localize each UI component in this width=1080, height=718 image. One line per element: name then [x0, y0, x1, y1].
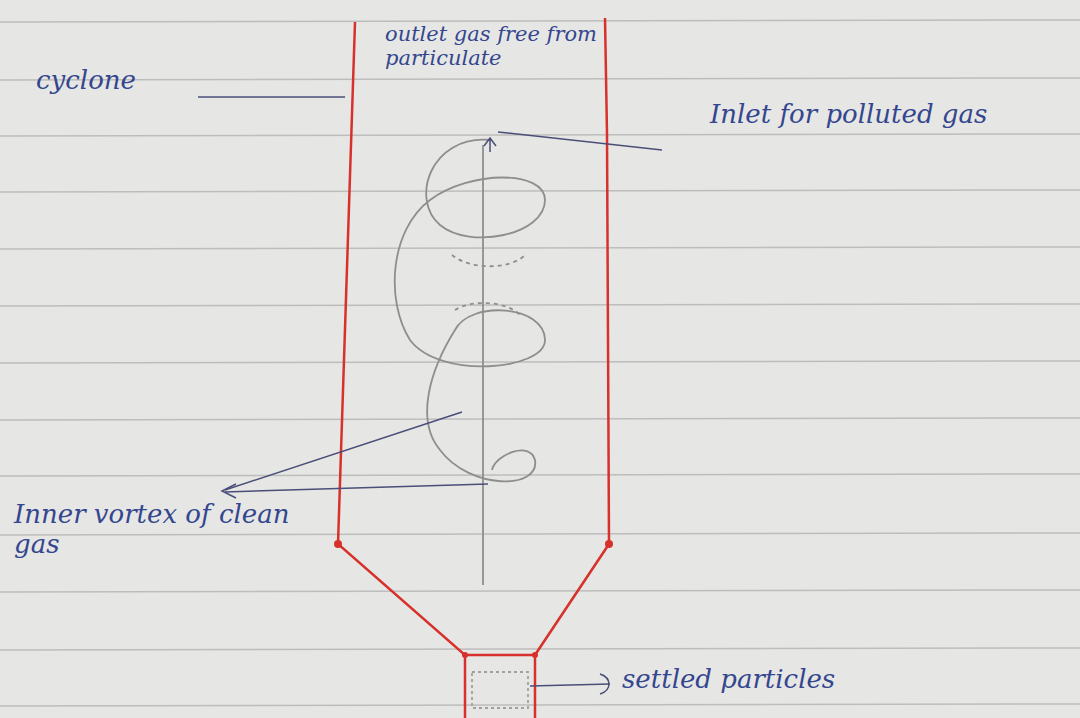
particles-label: settled particles: [622, 665, 1062, 695]
vortex-label: Inner vortex of clean gas: [14, 500, 304, 560]
corner-dots: [334, 540, 613, 658]
part-label: cyclone: [36, 66, 196, 96]
ruled-lines: [0, 20, 1080, 706]
outlet-label: outlet gas free from particulate: [385, 22, 600, 70]
cyclone-body: [338, 18, 609, 718]
leader-lines: [198, 97, 662, 694]
vortex-spiral: [395, 140, 545, 708]
inlet-label: Inlet for polluted gas: [710, 100, 1020, 130]
